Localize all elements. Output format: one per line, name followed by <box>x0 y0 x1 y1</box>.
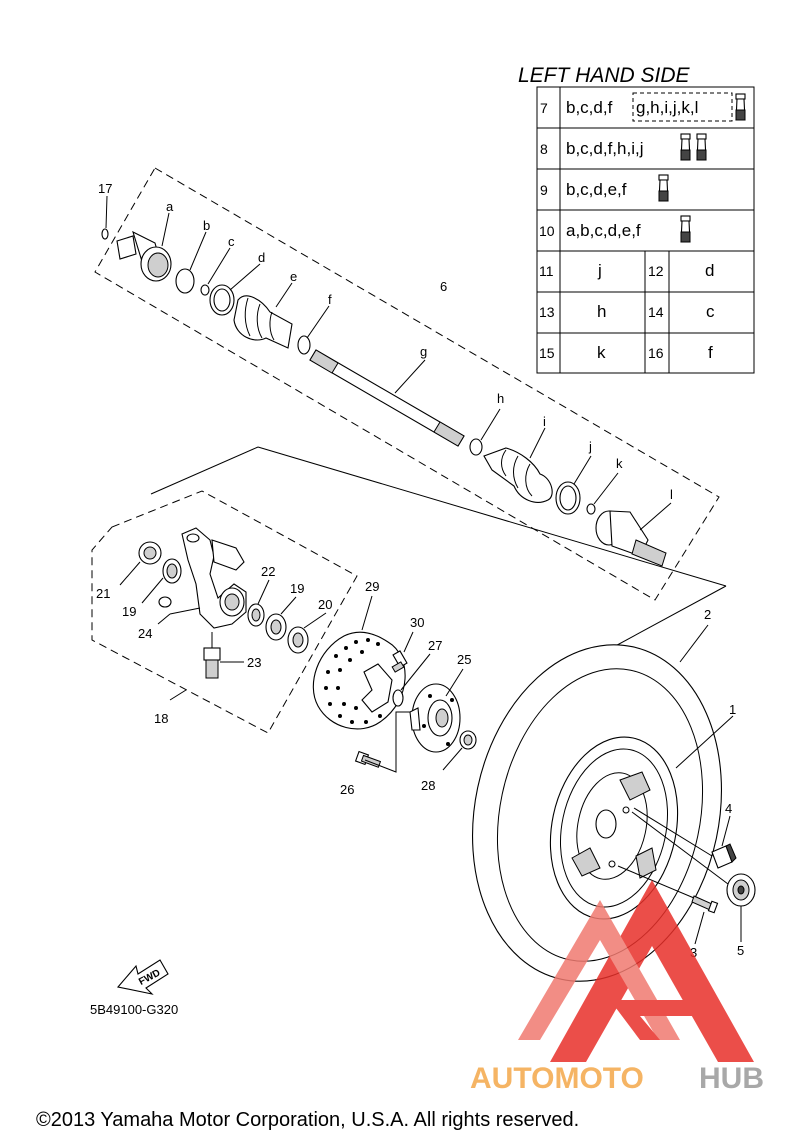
kit-row-9-num: 9 <box>540 182 548 198</box>
pair-row-12-num: 12 <box>648 263 664 279</box>
kit-row-9-parts: b,c,d,e,f <box>566 180 627 199</box>
callout-19: 19 <box>122 604 136 619</box>
nut-28 <box>459 730 477 750</box>
callout-6: 6 <box>440 279 447 294</box>
grease-tube-icon <box>696 133 707 161</box>
copyright-text: ©2013 Yamaha Motor Corporation, U.S.A. A… <box>36 1109 579 1131</box>
callout-5: 5 <box>737 943 744 958</box>
band-h <box>469 438 483 456</box>
pair-row-14-val: c <box>706 302 715 321</box>
callout-29: 29 <box>365 579 379 594</box>
kit-row-10-num: 10 <box>539 223 555 239</box>
callout-k: k <box>616 456 623 471</box>
callout-27: 27 <box>428 638 442 653</box>
callout-a: a <box>166 199 174 214</box>
pair-row-16-num: 16 <box>648 345 664 361</box>
pair-row-16-val: f <box>708 343 713 362</box>
ball-joint-23 <box>203 632 221 679</box>
callout-30: 30 <box>410 615 424 630</box>
valve-4 <box>711 843 737 869</box>
kit-row-8-num: 8 <box>540 141 548 157</box>
circlip-17 <box>101 228 109 240</box>
callout-20: 20 <box>318 597 332 612</box>
grease-tube-icon <box>680 133 691 161</box>
table-header: LEFT HAND SIDE <box>518 64 691 87</box>
forward-arrow-icon: FWD <box>116 959 169 995</box>
kit-row-7-num: 7 <box>540 100 548 116</box>
steering-knuckle <box>181 527 247 629</box>
callout-19b: 19 <box>290 581 304 596</box>
pair-row-11-val: j <box>597 261 602 280</box>
stud-3 <box>691 895 719 914</box>
circlip-k <box>586 503 596 515</box>
grease-tube-icon <box>658 174 669 202</box>
kit-row-7-boxed-parts: g,h,i,j,k,l <box>636 98 698 117</box>
callout-f: f <box>328 292 332 307</box>
knuckle-assembly <box>91 490 358 734</box>
inner-cv-joint <box>595 510 667 567</box>
grease-tube-icon <box>735 93 746 121</box>
pair-row-12-val: d <box>705 261 714 280</box>
callout-18: 18 <box>154 711 168 726</box>
pair-row-15-val: k <box>597 343 606 362</box>
callout-h: h <box>497 391 504 406</box>
callout-4: 4 <box>725 801 732 816</box>
boot-e <box>233 295 293 349</box>
pair-row-15-num: 15 <box>539 345 555 361</box>
pair-row-14-num: 14 <box>648 304 664 320</box>
disc-holes <box>324 638 382 724</box>
callout-25: 25 <box>457 652 471 667</box>
watermark-text-2: HUB <box>699 1062 764 1095</box>
callout-22: 22 <box>261 564 275 579</box>
wheel-hub-25 <box>409 683 461 753</box>
callout-24: 24 <box>138 626 152 641</box>
callout-l: l <box>670 487 673 502</box>
parts-table: LEFT HAND SIDE 7 b,c,d,f g,h,i,j,k,l 8 b… <box>518 64 755 374</box>
o-ring-27 <box>392 689 404 707</box>
diagram-code: 5B49100-G320 <box>90 1002 178 1017</box>
circlip-24 <box>158 596 172 608</box>
callout-d: d <box>258 250 265 265</box>
circlip-b <box>175 268 195 294</box>
callout-g: g <box>420 344 427 359</box>
callout-17: 17 <box>98 181 112 196</box>
pair-row-13-val: h <box>597 302 606 321</box>
kit-row-10-parts: a,b,c,d,e,f <box>566 221 641 240</box>
brake-disc-29 <box>312 631 406 730</box>
callout-3: 3 <box>690 945 697 960</box>
grease-tube-icon <box>680 215 691 243</box>
outer-cv-joint <box>116 230 172 282</box>
boot-i <box>483 447 553 503</box>
callout-c: c <box>228 234 235 249</box>
callout-e: e <box>290 269 297 284</box>
watermark-logo: AUTOMOTO HUB <box>470 880 764 1095</box>
band-f <box>297 335 311 355</box>
cap-nut-5 <box>726 873 756 907</box>
pair-row-11-num: 11 <box>539 263 554 279</box>
pair-row-13-num: 13 <box>539 304 555 320</box>
kit-row-8-parts: b,c,d,f,h,i,j <box>566 139 643 158</box>
bolt-30 <box>391 650 408 673</box>
callout-26: 26 <box>340 782 354 797</box>
callout-b: b <box>203 218 210 233</box>
watermark-text-1: AUTOMOTO <box>470 1062 644 1095</box>
drive-shaft-assembly <box>94 167 720 601</box>
kit-row-7-parts: b,c,d,f <box>566 98 613 117</box>
callout-28: 28 <box>421 778 435 793</box>
callout-labels: 17 a b c d e f 6 g h i j k l 21 19 24 22… <box>96 181 744 960</box>
callout-1: 1 <box>729 702 736 717</box>
callout-i: i <box>543 414 546 429</box>
ref-line <box>257 446 727 587</box>
callout-23: 23 <box>247 655 261 670</box>
clip-c <box>200 284 210 296</box>
callout-j: j <box>588 439 592 454</box>
callout-2: 2 <box>704 607 711 622</box>
callout-21: 21 <box>96 586 110 601</box>
shaft-g <box>309 349 465 447</box>
